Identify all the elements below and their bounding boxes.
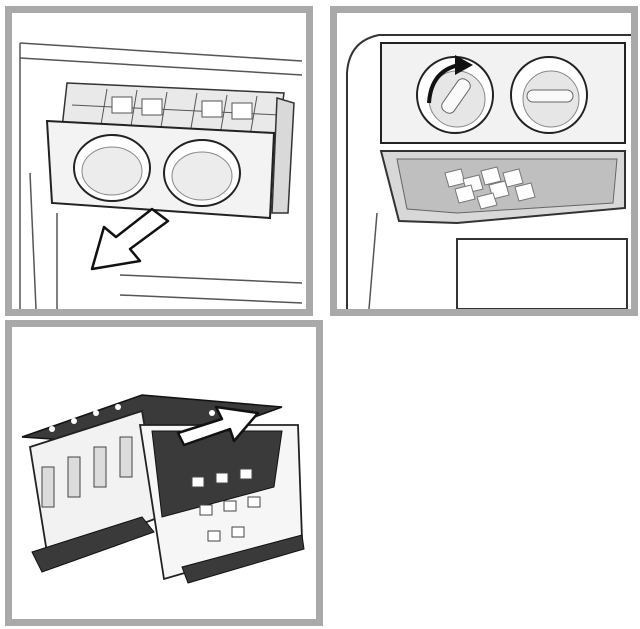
ice-drawer-illustration bbox=[19, 42, 303, 309]
arrow-up-right-icon bbox=[176, 405, 260, 447]
step-3-panel bbox=[5, 320, 323, 626]
ice-tray-right bbox=[138, 424, 305, 584]
ice-tray-left bbox=[28, 409, 162, 573]
knob-left bbox=[73, 134, 151, 202]
fridge-wall bbox=[346, 34, 631, 309]
ice-cubes bbox=[444, 166, 536, 210]
step-2-panel bbox=[330, 6, 638, 316]
knob-right bbox=[163, 139, 241, 207]
knob-idle bbox=[510, 56, 588, 134]
arrow-down-left-icon bbox=[90, 207, 170, 271]
freezer-shelf bbox=[456, 238, 628, 309]
fridge-cabinet bbox=[19, 42, 303, 309]
ice-release-illustration bbox=[346, 34, 631, 309]
rotate-clockwise-icon bbox=[427, 55, 473, 104]
knob-turning bbox=[416, 56, 494, 134]
step-1-panel bbox=[5, 6, 313, 316]
ice-tray-removal-illustration bbox=[21, 394, 305, 584]
drawer-side bbox=[271, 97, 295, 214]
